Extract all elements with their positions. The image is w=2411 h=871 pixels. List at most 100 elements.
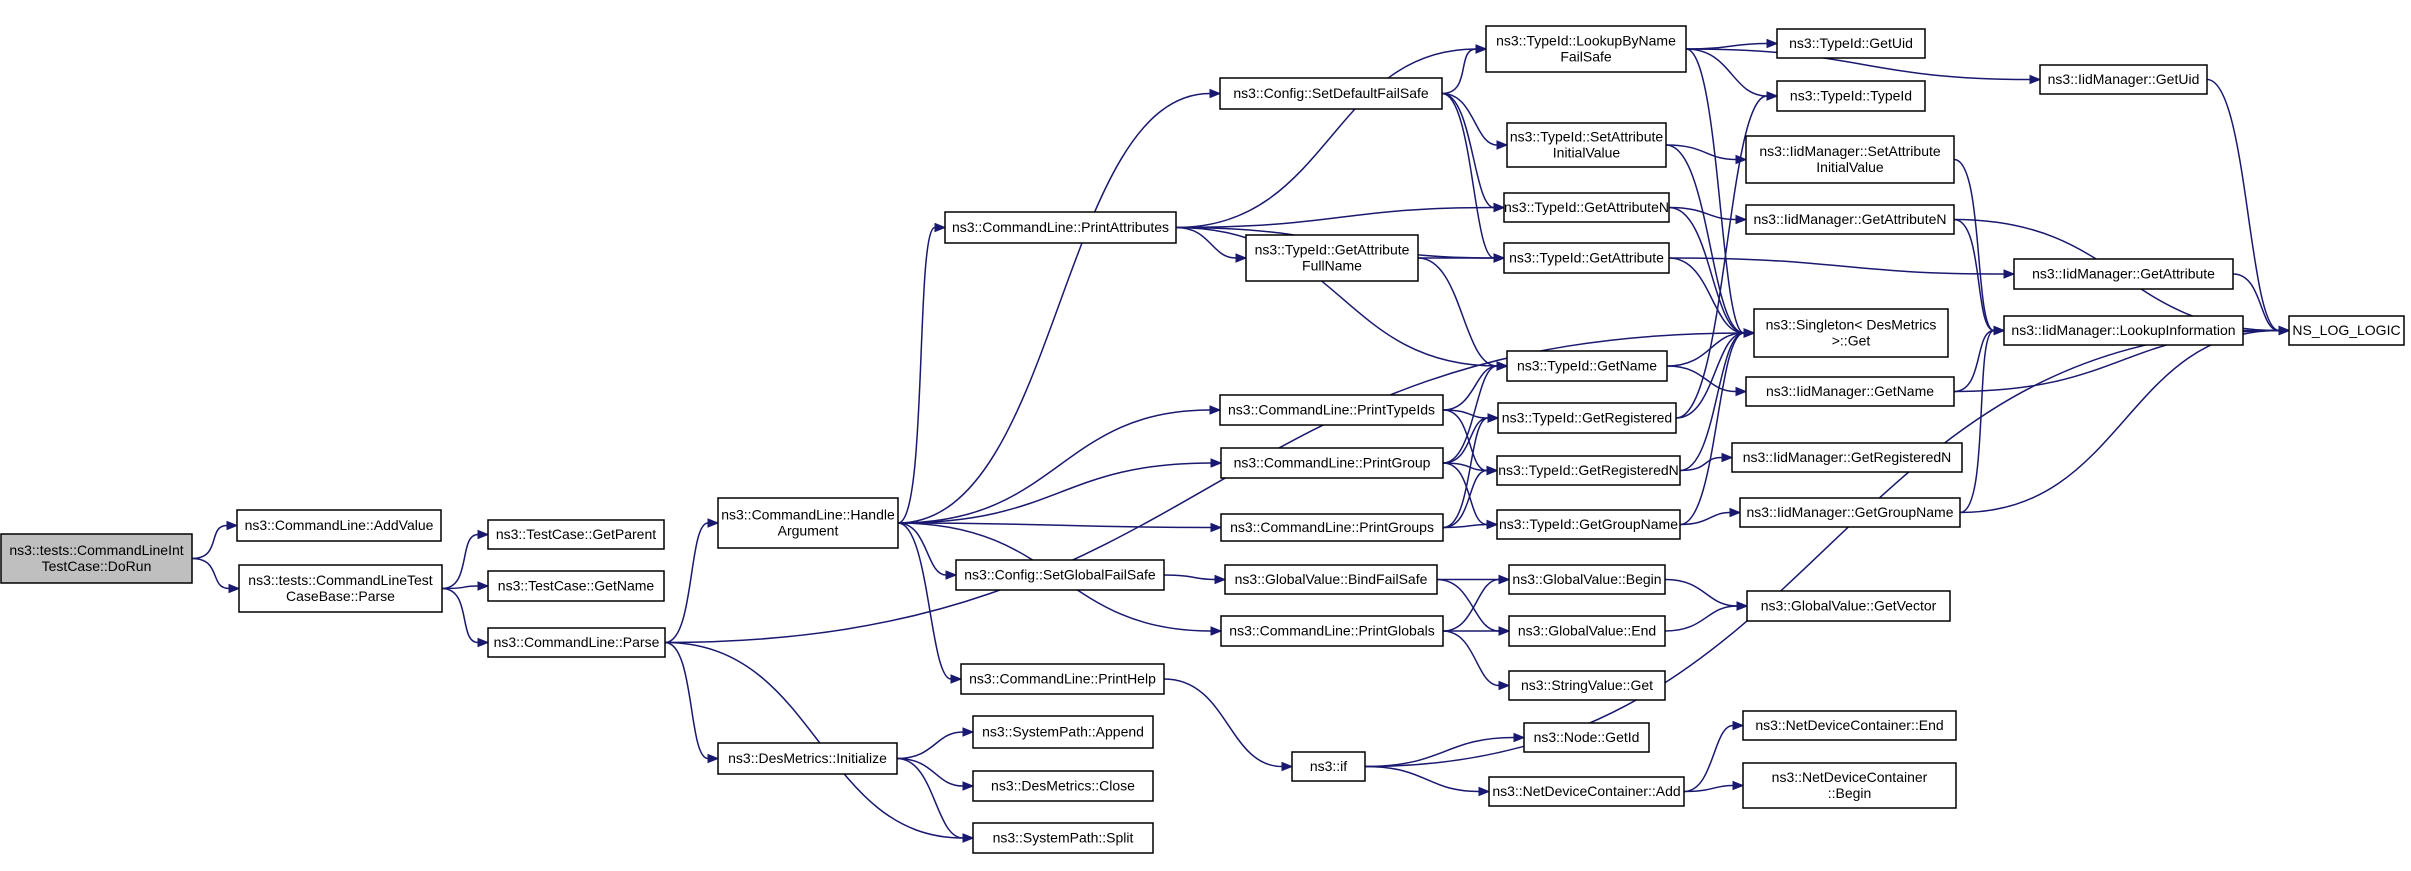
- node-box: [1731, 442, 1963, 473]
- node-setGlobFS[interactable]: ns3::Config::SetGlobalFailSafe: [955, 559, 1165, 591]
- node-box: [1497, 402, 1677, 434]
- node-nsLogLogic[interactable]: NS_LOG_LOGIC: [2288, 315, 2405, 346]
- node-iidSetAttrInit[interactable]: ns3::IidManager::SetAttributeInitialValu…: [1745, 135, 1955, 184]
- node-nodeGetId[interactable]: ns3::Node::GetId: [1523, 722, 1650, 753]
- node-printGlobals[interactable]: ns3::CommandLine::PrintGlobals: [1220, 615, 1444, 647]
- node-printHelp[interactable]: ns3::CommandLine::PrintHelp: [960, 663, 1165, 695]
- node-iidGetName[interactable]: ns3::IidManager::GetName: [1745, 376, 1955, 407]
- node-box: [2013, 258, 2234, 290]
- node-iidGetRegN[interactable]: ns3::IidManager::GetRegisteredN: [1731, 442, 1963, 473]
- node-gvBindFS[interactable]: ns3::GlobalValue::BindFailSafe: [1224, 564, 1438, 595]
- node-spAppend[interactable]: ns3::SystemPath::Append: [972, 715, 1154, 749]
- node-box: [717, 742, 898, 775]
- node-desInit[interactable]: ns3::DesMetrics::Initialize: [717, 742, 898, 775]
- node-printGroup[interactable]: ns3::CommandLine::PrintGroup: [1220, 447, 1444, 479]
- node-label: ns3::tests::CommandLineTest: [248, 572, 433, 588]
- call-edge-printGroups-to-tidGetReg: [1442, 417, 1489, 529]
- node-parseBase[interactable]: ns3::tests::CommandLineTestCaseBase::Par…: [238, 564, 443, 613]
- node-iidGetGroup[interactable]: ns3::IidManager::GetGroupName: [1739, 497, 1961, 528]
- call-edge-printGroup-to-tidGetRegN: [1442, 462, 1488, 472]
- node-tidGetRegN[interactable]: ns3::TypeId::GetRegisteredN: [1496, 455, 1681, 486]
- node-gvEnd[interactable]: ns3::GlobalValue::End: [1508, 615, 1666, 647]
- node-label: >::Get: [1832, 333, 1871, 349]
- node-printAttrs[interactable]: ns3::CommandLine::PrintAttributes: [944, 211, 1177, 244]
- node-label: ns3::GlobalValue::Begin: [1512, 571, 1661, 587]
- node-label: ns3::CommandLine::Parse: [494, 634, 660, 650]
- call-edge-tidGetRegN-to-iidGetRegN: [1679, 456, 1723, 472]
- node-box: [1506, 122, 1667, 168]
- node-label: ns3::IidManager::SetAttribute: [1759, 143, 1941, 159]
- node-tidGetAttr[interactable]: ns3::TypeId::GetAttribute: [1503, 242, 1670, 274]
- node-label: ns3::NetDeviceContainer::End: [1755, 717, 1943, 733]
- node-box: [236, 509, 442, 542]
- node-getParent[interactable]: ns3::TestCase::GetParent: [487, 519, 665, 550]
- node-label: ns3::CommandLine::AddValue: [245, 517, 434, 533]
- node-nsIf[interactable]: ns3::if: [1291, 751, 1366, 782]
- node-tidGetUid[interactable]: ns3::TypeId::GetUid: [1776, 28, 1926, 59]
- arrowhead-parseBase-to-tcGetName: [477, 581, 490, 591]
- arrowhead-ndcAdd-to-ndcBegin: [1732, 780, 1745, 791]
- node-tidGetGroup[interactable]: ns3::TypeId::GetGroupName: [1496, 509, 1681, 540]
- node-tidTypeId[interactable]: ns3::TypeId::TypeId: [1776, 80, 1926, 112]
- node-addvalue[interactable]: ns3::CommandLine::AddValue: [236, 509, 442, 542]
- call-edge-setGlobFS-to-gvBindFS: [1163, 574, 1216, 581]
- call-edge-setDefFS-to-tidGetAttrN: [1441, 92, 1495, 209]
- arrowhead-printHelp-to-nsIf: [1281, 761, 1294, 772]
- node-clParse[interactable]: ns3::CommandLine::Parse: [487, 627, 666, 658]
- call-edge-tidSetAttrInit-to-singleton: [1665, 144, 1745, 334]
- node-label: ns3::GlobalValue::End: [1518, 623, 1656, 639]
- node-spSplit[interactable]: ns3::SystemPath::Split: [972, 822, 1154, 854]
- node-desClose[interactable]: ns3::DesMetrics::Close: [972, 770, 1154, 802]
- call-edge-iidGetGroup-to-nsLogLogic: [1959, 329, 2280, 514]
- node-box: [955, 559, 1165, 591]
- node-label: ns3::if: [1310, 758, 1347, 774]
- node-ndcEnd[interactable]: ns3::NetDeviceContainer::End: [1742, 710, 1957, 741]
- node-box: [1245, 234, 1419, 282]
- call-edge-desInit-to-spSplit: [896, 757, 964, 839]
- node-dorun[interactable]: ns3::tests::CommandLineIntTestCase::DoRu…: [0, 533, 193, 584]
- node-printGroups[interactable]: ns3::CommandLine::PrintGroups: [1220, 513, 1444, 542]
- call-edge-printGroups-to-tidGetRegN: [1442, 469, 1488, 529]
- arrowhead-desInit-to-spSplit: [962, 833, 975, 843]
- node-tidGetReg[interactable]: ns3::TypeId::GetRegistered: [1497, 402, 1677, 434]
- call-edge-tidGetGroup-to-singleton: [1679, 332, 1745, 526]
- arrowhead-printGlobals-to-svGet: [1498, 680, 1511, 691]
- node-gvGetVector[interactable]: ns3::GlobalValue::GetVector: [1746, 590, 1951, 622]
- call-edge-tidGetAttrFull-to-tidGetName: [1417, 257, 1498, 367]
- node-singleton[interactable]: ns3::Singleton< DesMetrics>::Get: [1753, 308, 1949, 358]
- node-ndcBegin[interactable]: ns3::NetDeviceContainer::Begin: [1742, 762, 1957, 809]
- node-tcGetName[interactable]: ns3::TestCase::GetName: [487, 570, 665, 602]
- node-label: ns3::DesMetrics::Initialize: [728, 750, 887, 766]
- arrowhead-desInit-to-spAppend: [962, 727, 975, 737]
- node-label: FullName: [1302, 258, 1362, 274]
- node-setDefFS[interactable]: ns3::Config::SetDefaultFailSafe: [1219, 77, 1443, 110]
- node-printTypeIds[interactable]: ns3::CommandLine::PrintTypeIds: [1219, 394, 1444, 426]
- node-iidGetAttrN[interactable]: ns3::IidManager::GetAttributeN: [1745, 204, 1955, 235]
- node-tidGetName[interactable]: ns3::TypeId::GetName: [1506, 350, 1668, 382]
- arrowhead-printGlobals-to-gvEnd: [1498, 626, 1511, 636]
- node-iidGetAttr[interactable]: ns3::IidManager::GetAttribute: [2013, 258, 2234, 290]
- node-tidGetAttrN[interactable]: ns3::TypeId::GetAttributeN: [1503, 192, 1670, 223]
- node-label: ns3::NetDeviceContainer: [1772, 769, 1928, 785]
- arrowhead-tidGetGroup-to-singleton: [1743, 328, 1756, 338]
- arrowhead-tidGetReg-to-tidTypeId: [1766, 91, 1779, 101]
- node-label: ns3::TypeId::GetGroupName: [1499, 516, 1678, 532]
- node-label: ns3::CommandLine::PrintGroup: [1234, 455, 1431, 471]
- arrowhead-clParse-to-desInit: [707, 753, 720, 764]
- node-svGet[interactable]: ns3::StringValue::Get: [1508, 670, 1666, 701]
- node-ndcAdd[interactable]: ns3::NetDeviceContainer::Add: [1488, 776, 1685, 807]
- call-edge-printHelp-to-nsIf: [1163, 678, 1283, 768]
- call-edge-desInit-to-desClose: [896, 757, 964, 787]
- node-gvBegin[interactable]: ns3::GlobalValue::Begin: [1508, 564, 1666, 595]
- arrowhead-handleArg-to-printGlobals: [1210, 626, 1223, 636]
- node-iidGetUid[interactable]: ns3::IidManager::GetUid: [2039, 64, 2208, 95]
- node-iidLookup[interactable]: ns3::IidManager::LookupInformation: [2003, 315, 2244, 346]
- node-label: ns3::IidManager::GetAttribute: [2032, 266, 2215, 282]
- arrowhead-dorun-to-parseBase: [228, 583, 241, 594]
- call-edge-tidGetAttr-to-iidGetAttr: [1668, 257, 2005, 275]
